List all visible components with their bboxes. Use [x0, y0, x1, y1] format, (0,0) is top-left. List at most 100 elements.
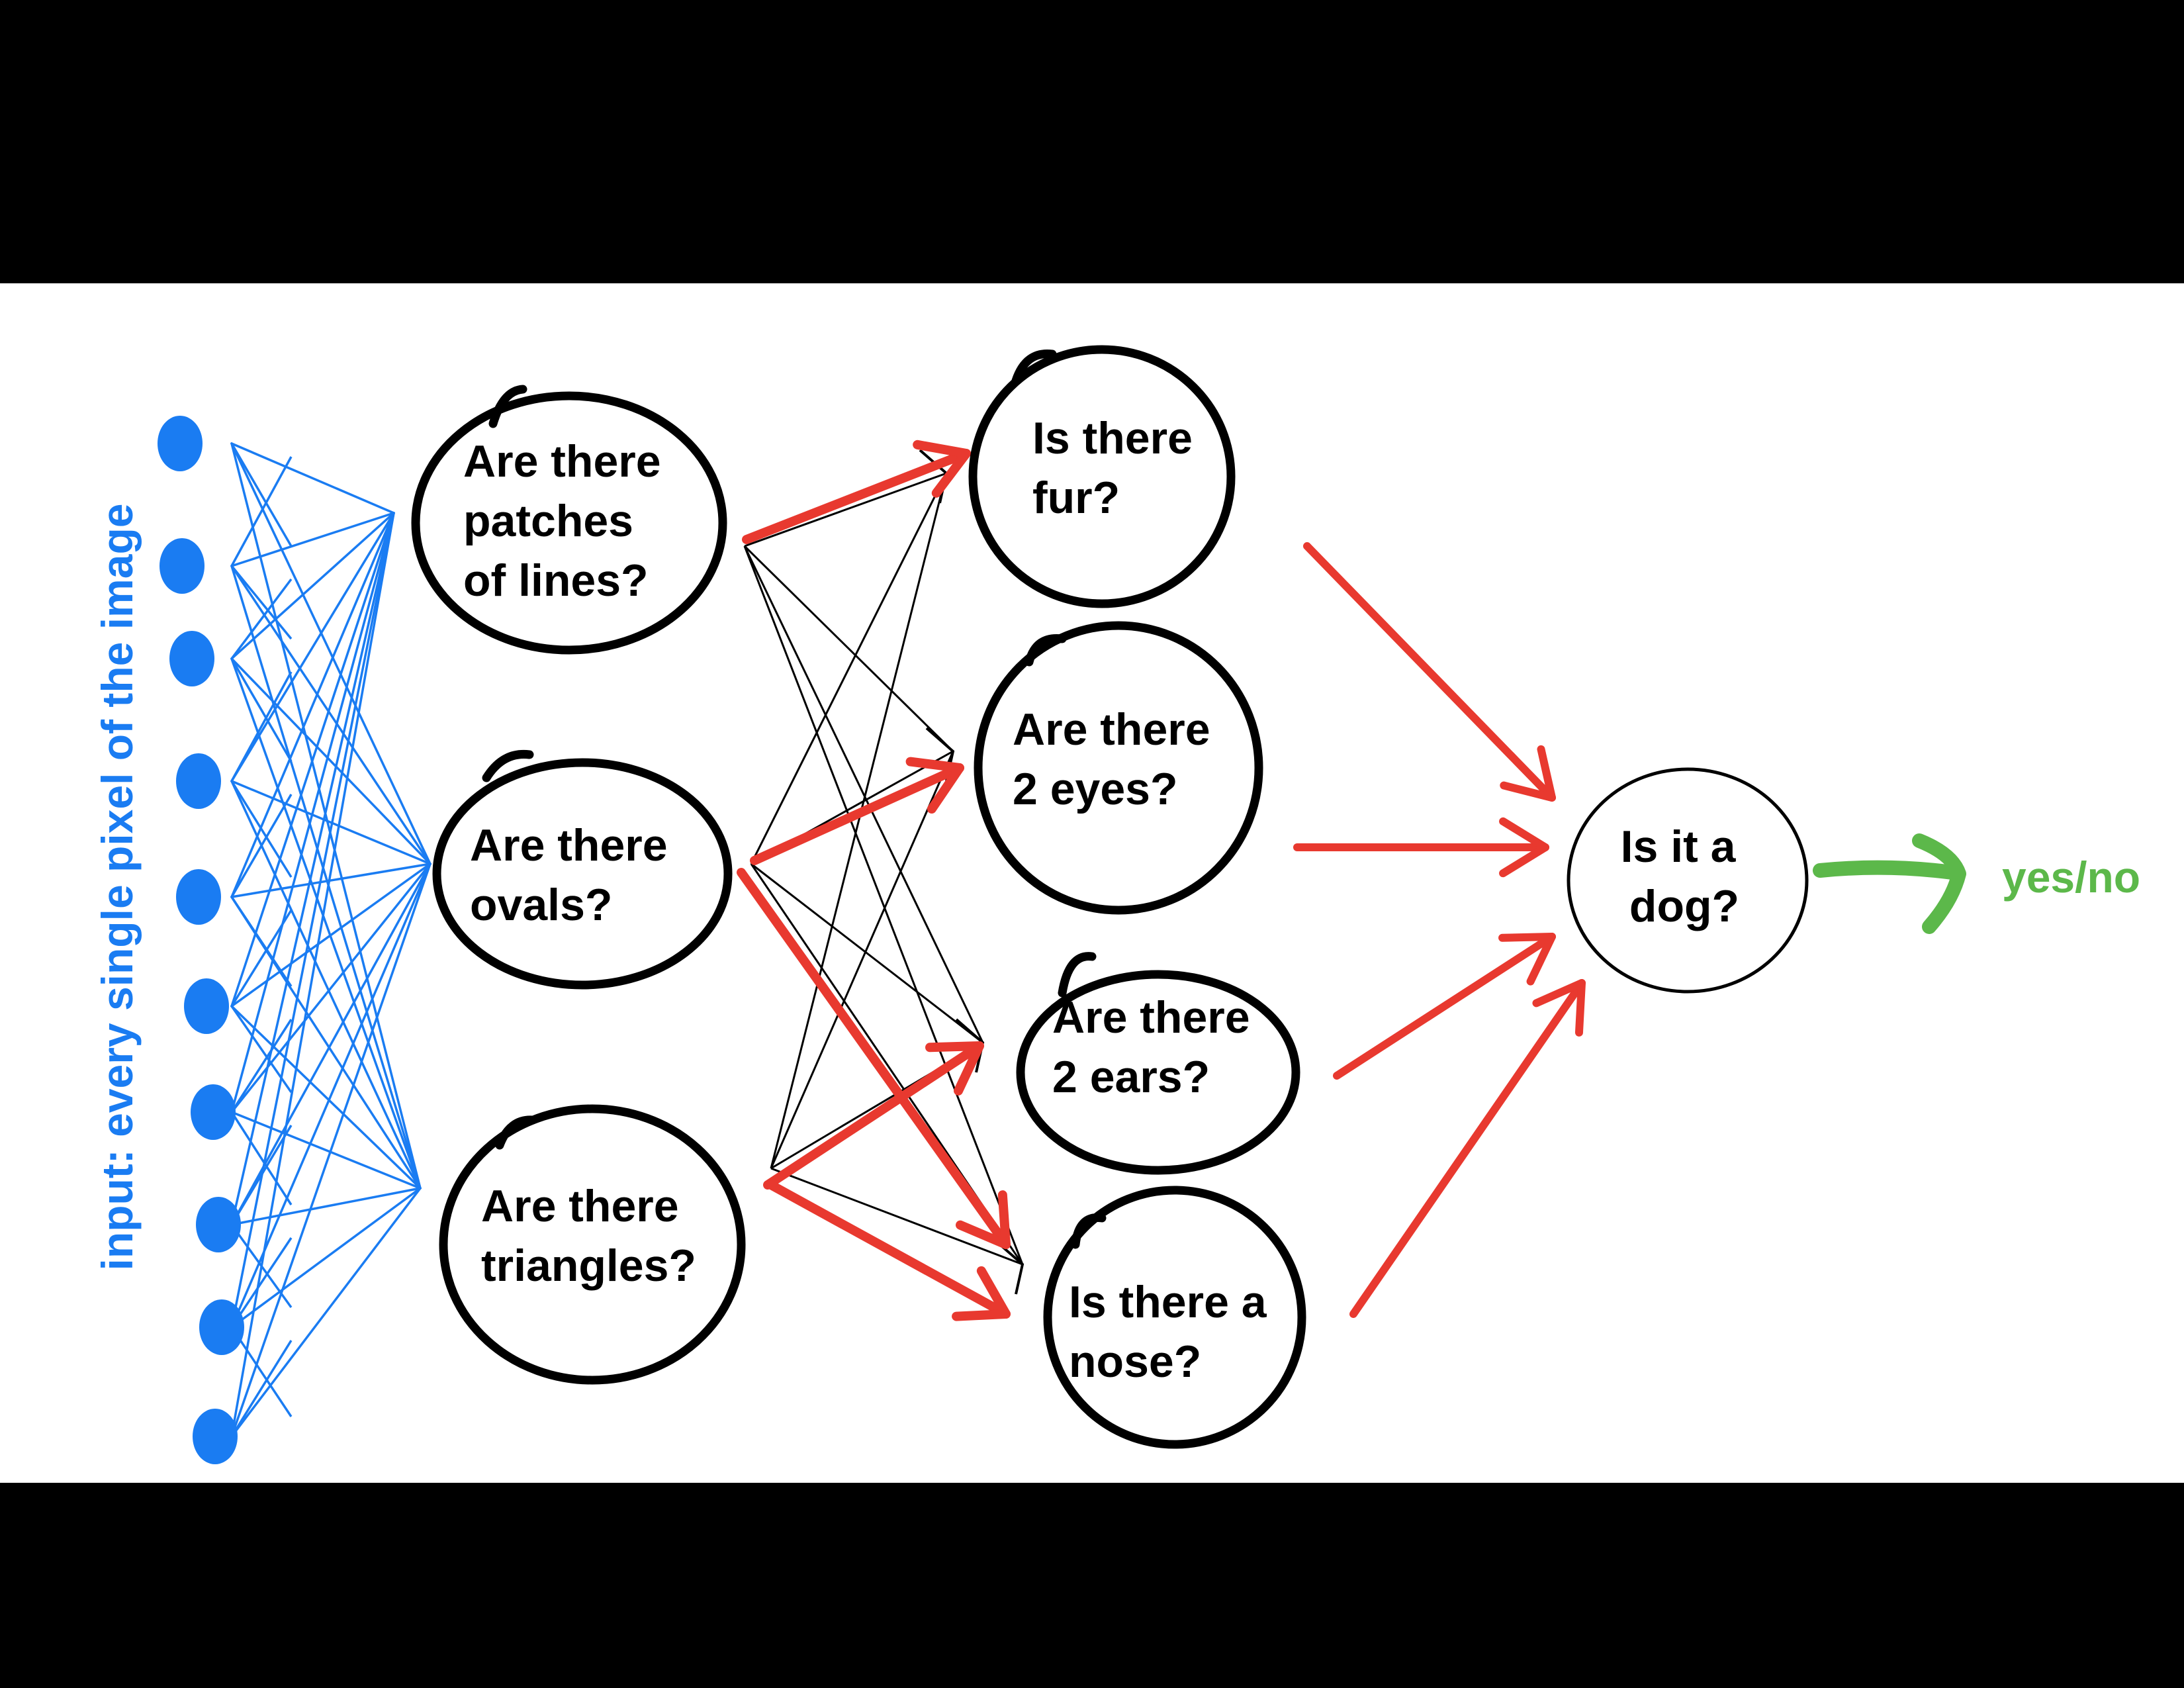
- input-connection-line: [230, 657, 432, 865]
- red-arrowhead: [955, 1190, 1011, 1249]
- node-label: Is it a dog?: [1621, 821, 1749, 931]
- input-connection-line: [230, 1019, 293, 1113]
- hidden-connection-line: [743, 545, 1024, 1265]
- input-connection-line: [230, 1187, 422, 1329]
- hidden-connections: [743, 449, 1024, 1295]
- input-connection-line: [230, 780, 432, 865]
- hidden-connection-line: [770, 1167, 1023, 1266]
- node-pen-tick: [1011, 350, 1057, 385]
- node-circle: [439, 1104, 746, 1385]
- hidden-connection-line: [743, 545, 984, 1043]
- node-fur: Is there fur?: [968, 345, 1236, 608]
- node-label-line: ovals?: [470, 880, 612, 930]
- input-connection-line: [230, 863, 432, 1113]
- node-label-line: Are there: [463, 436, 661, 487]
- input-connection-line: [230, 863, 432, 1438]
- hidden-connection-line: [743, 545, 954, 753]
- input-connection-line: [230, 863, 432, 898]
- node-label: Is there a nose?: [1069, 1277, 1279, 1387]
- result-label: yes/no: [2002, 853, 2140, 902]
- input-pixel-dot: [196, 1197, 241, 1252]
- input-pixel-dot: [158, 416, 203, 471]
- node-patches-of-lines: Are there patches of lines?: [411, 385, 727, 655]
- input-connection-line: [230, 442, 432, 865]
- red-arrowhead: [952, 1266, 1011, 1321]
- node-label-line: Are there: [481, 1181, 679, 1231]
- red-arrow-shaft: [750, 763, 964, 865]
- node-label-line: Is there a: [1069, 1277, 1267, 1327]
- node-label-line: Are there: [1052, 992, 1250, 1043]
- red-arrowhead: [925, 1041, 984, 1096]
- hidden-connection-line: [770, 473, 948, 1169]
- node-label: Are there 2 eyes?: [1013, 704, 1222, 814]
- white-panel: [0, 283, 2184, 1483]
- node-circle: [432, 758, 733, 990]
- input-connection-line: [230, 658, 293, 762]
- node-circle: [1567, 767, 1809, 994]
- output-arrow: [1813, 833, 1966, 934]
- node-circle: [974, 621, 1263, 915]
- node-label-line: of lines?: [463, 555, 649, 606]
- node-pen-tick: [482, 749, 534, 782]
- red-arrow-shaft: [737, 868, 1011, 1249]
- input-connection-line: [230, 1237, 293, 1328]
- node-label: Are there ovals?: [470, 820, 680, 930]
- input-connection-line: [230, 578, 293, 660]
- input-connection-line: [230, 443, 293, 547]
- red-arrowhead: [1500, 745, 1556, 802]
- red-arrow-shaft: [1303, 542, 1556, 802]
- input-pixel-dot: [176, 869, 221, 925]
- output-arrow-head: [1912, 833, 1966, 934]
- node-label-line: Are there: [470, 820, 668, 870]
- node-pen-tick: [1024, 633, 1067, 667]
- node-pen-tick: [495, 1115, 537, 1150]
- hidden-arrowhead: [955, 1018, 985, 1073]
- input-connection-line: [230, 512, 395, 1438]
- node-circle: [1043, 1186, 1306, 1449]
- input-connections: [230, 442, 432, 1438]
- node-circle: [1016, 970, 1300, 1175]
- node-label-line: triangles?: [481, 1241, 696, 1291]
- red-arrow-shaft: [1349, 979, 1586, 1318]
- input-connection-line: [230, 512, 395, 660]
- input-connection-line: [230, 1111, 293, 1205]
- input-pixels: [158, 416, 244, 1464]
- node-label-line: nose?: [1069, 1336, 1201, 1387]
- node-label: Are there patches of lines?: [463, 436, 673, 606]
- red-arrowhead: [1499, 817, 1549, 878]
- node-label-line: Is it a: [1621, 821, 1737, 872]
- input-connection-line: [230, 863, 432, 1008]
- node-circle: [411, 391, 727, 655]
- node-pen-tick: [1071, 1213, 1107, 1249]
- node-triangles: Are there triangles?: [439, 1104, 746, 1385]
- node-label: Are there triangles?: [481, 1181, 696, 1291]
- input-connection-line: [230, 512, 395, 567]
- input-pixel-dot: [169, 631, 214, 686]
- input-connection-line: [230, 565, 293, 640]
- input-connection-line: [230, 1327, 293, 1417]
- node-circle: [968, 345, 1236, 608]
- node-label-line: dog?: [1629, 881, 1739, 931]
- hidden-connection-line: [744, 472, 947, 547]
- node-2-ears: Are there 2 ears?: [1016, 952, 1300, 1175]
- node-is-it-a-dog: Is it a dog?: [1567, 767, 1809, 994]
- output-arrow-shaft: [1813, 860, 1960, 880]
- input-connection-line: [230, 794, 293, 898]
- input-pixel-dot: [159, 538, 205, 594]
- input-pixel-dot: [193, 1409, 238, 1464]
- input-connection-line: [230, 456, 293, 567]
- node-pen-tick: [1058, 952, 1097, 998]
- node-label-line: Are there: [1013, 704, 1210, 755]
- red-arrowhead: [1532, 979, 1586, 1037]
- input-connection-line: [230, 780, 422, 1190]
- red-arrow-shaft: [766, 1180, 1011, 1319]
- input-connection-line: [230, 1340, 293, 1437]
- input-connection-line: [230, 512, 395, 1226]
- input-connection-line: [230, 565, 422, 1190]
- node-label: Is there fur?: [1032, 413, 1205, 523]
- input-connection-line: [230, 512, 395, 1113]
- node-pen-tick: [488, 385, 527, 428]
- input-connection-line: [230, 1005, 422, 1190]
